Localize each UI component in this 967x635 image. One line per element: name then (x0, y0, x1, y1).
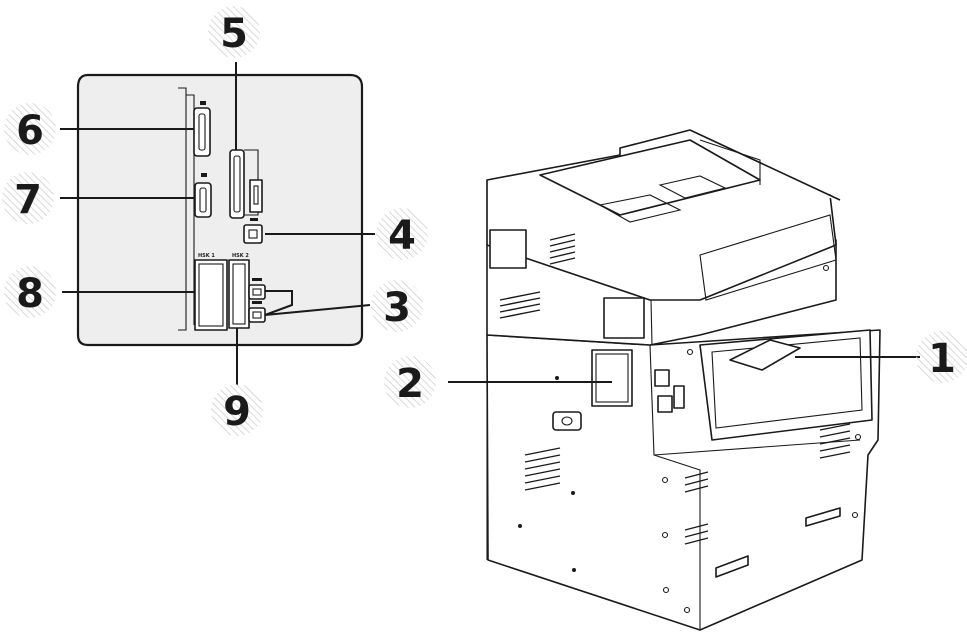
callout-3-label: 3 (383, 285, 411, 331)
callout-1: 1 (916, 331, 967, 383)
callout-9-label: 9 (223, 389, 251, 435)
callout-7-label: 7 (14, 177, 42, 223)
callout-1-label: 1 (928, 336, 956, 382)
callout-4-label: 4 (388, 213, 416, 259)
callout-7: 7 (2, 172, 54, 224)
port-card-slot (229, 149, 263, 219)
callout-2-label: 2 (396, 361, 424, 407)
port-lower-serial (194, 173, 212, 218)
port-usb-upper (243, 218, 263, 244)
port-usb-pair (248, 278, 266, 323)
leader-lines (60, 62, 920, 385)
callout-9: 9 (211, 384, 263, 436)
port-upper-serial (193, 101, 211, 157)
printer-illustration (486, 129, 881, 631)
vent-grille (499, 233, 851, 545)
callout-5-label: 5 (220, 11, 248, 57)
connector-detail-panel: HSK 1 HSK 2 (76, 73, 364, 347)
callout-5: 5 (208, 6, 260, 58)
callout-2: 2 (384, 356, 436, 408)
hsk1-label: HSK 1 (198, 253, 215, 259)
callout-6-label: 6 (16, 108, 44, 154)
callout-8-label: 8 (16, 271, 44, 317)
hsk2-module: HSK 2 (228, 253, 250, 329)
callout-4: 4 (376, 208, 428, 260)
callout-8: 8 (4, 266, 56, 318)
callout-6: 6 (4, 103, 56, 155)
hsk2-label: HSK 2 (232, 253, 249, 259)
hsk1-module: HSK 1 (194, 253, 228, 331)
callout-3: 3 (371, 280, 423, 332)
